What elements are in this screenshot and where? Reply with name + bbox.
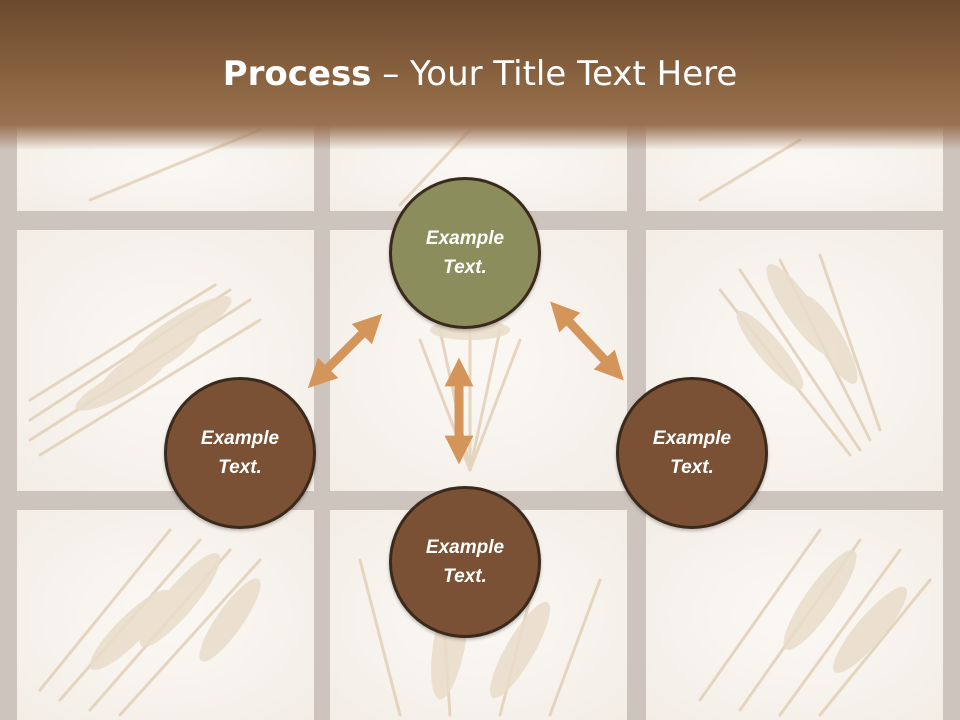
node-left-label: Example Text.	[200, 428, 280, 478]
node-left-circle: Example Text.	[164, 377, 316, 529]
node-right-label: Example Text.	[652, 428, 732, 478]
node-top-label: Example Text.	[425, 228, 505, 278]
arrow-top-left	[307, 313, 383, 389]
title-text: – Your Title Text Here	[371, 54, 738, 94]
node-top-circle: Example Text.	[389, 177, 541, 329]
node-bottom-label: Example Text.	[425, 537, 505, 587]
slide-title: Process – Your Title Text Here	[0, 52, 960, 96]
node-right-circle: Example Text.	[616, 377, 768, 529]
node-bottom-circle: Example Text.	[389, 486, 541, 638]
arrow-top-right	[550, 301, 624, 381]
title-bold: Process	[222, 54, 372, 94]
title-banner	[0, 0, 960, 150]
